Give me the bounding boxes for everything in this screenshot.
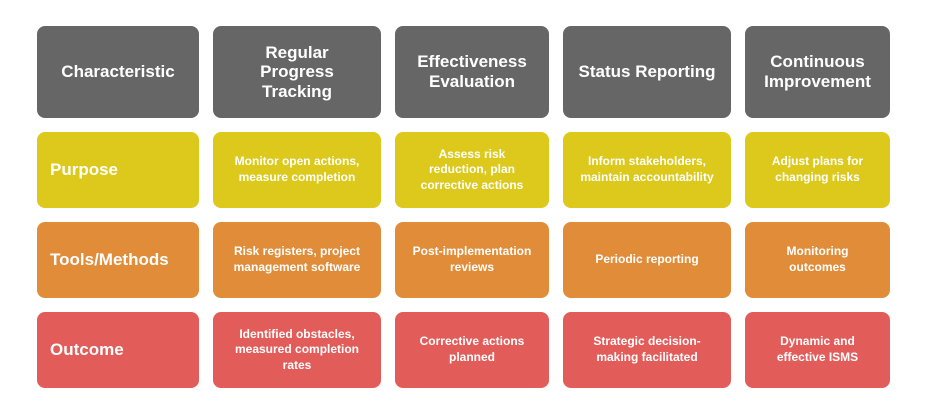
- cell-purpose-regular-progress-tracking: Monitor open actions, measure completion: [213, 132, 381, 208]
- header-cell-status-reporting: Status Reporting: [563, 26, 731, 118]
- cell-tools-effectiveness-evaluation: Post-implementation reviews: [395, 222, 549, 298]
- cell-outcome-status-reporting: Strategic decision-making facilitated: [563, 312, 731, 388]
- row-label-tools-methods: Tools/Methods: [37, 222, 199, 298]
- cell-outcome-effectiveness-evaluation: Corrective actions planned: [395, 312, 549, 388]
- cell-outcome-continuous-improvement: Dynamic and effective ISMS: [745, 312, 890, 388]
- cell-tools-continuous-improvement: Monitoring outcomes: [745, 222, 890, 298]
- header-cell-effectiveness-evaluation: Effectiveness Evaluation: [395, 26, 549, 118]
- row-label-outcome: Outcome: [37, 312, 199, 388]
- header-cell-characteristic: Characteristic: [37, 26, 199, 118]
- cell-purpose-continuous-improvement: Adjust plans for changing risks: [745, 132, 890, 208]
- comparison-matrix: Characteristic Regular Progress Tracking…: [37, 26, 890, 388]
- row-label-purpose: Purpose: [37, 132, 199, 208]
- cell-purpose-effectiveness-evaluation: Assess risk reduction, plan corrective a…: [395, 132, 549, 208]
- cell-outcome-regular-progress-tracking: Identified obstacles, measured completio…: [213, 312, 381, 388]
- header-cell-continuous-improvement: Continuous Improvement: [745, 26, 890, 118]
- cell-tools-status-reporting: Periodic reporting: [563, 222, 731, 298]
- cell-tools-regular-progress-tracking: Risk registers, project management softw…: [213, 222, 381, 298]
- header-cell-regular-progress-tracking: Regular Progress Tracking: [213, 26, 381, 118]
- cell-purpose-status-reporting: Inform stakeholders, maintain accountabi…: [563, 132, 731, 208]
